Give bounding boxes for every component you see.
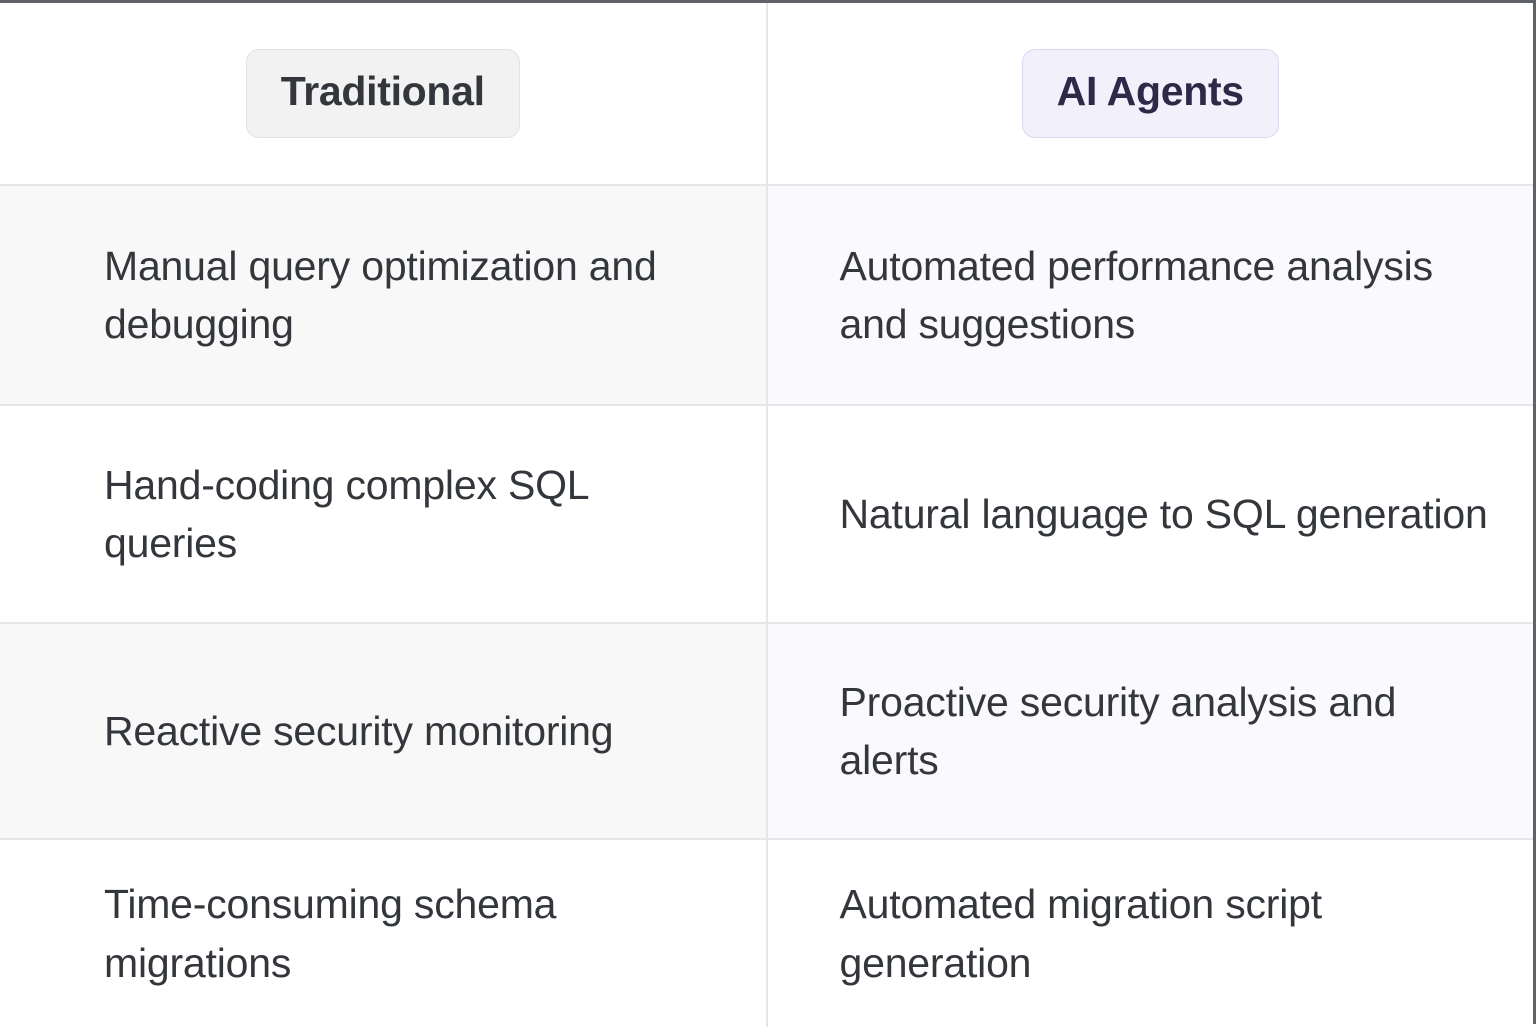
- cell-text: Hand-coding complex SQL queries: [104, 461, 588, 566]
- cell-ai-agents: Proactive security analysis and alerts: [766, 623, 1533, 840]
- cell-text: Natural language to SQL generation: [839, 490, 1488, 537]
- column-header-ai-agents: AI Agents: [766, 3, 1533, 186]
- table-header-row: Traditional AI Agents: [0, 3, 1533, 186]
- cell-text: Time-consuming schema migrations: [104, 881, 557, 986]
- cell-traditional: Time-consuming schema migrations: [0, 839, 768, 1027]
- cell-text: Proactive security analysis and alerts: [839, 678, 1397, 783]
- cell-traditional: Reactive security monitoring: [0, 623, 768, 840]
- table-row: Reactive security monitoring Proactive s…: [0, 623, 1533, 840]
- cell-text: Reactive security monitoring: [104, 707, 614, 754]
- cell-traditional: Manual query optimization and debugging: [0, 185, 768, 406]
- table-grid: Traditional AI Agents Manual query optim…: [0, 3, 1533, 1027]
- ai-agents-label-pill: AI Agents: [1021, 49, 1279, 138]
- cell-text: Manual query optimization and debugging: [104, 242, 657, 347]
- table-row: Hand-coding complex SQL queries Natural …: [0, 405, 1533, 624]
- cell-text: Automated performance analysis and sugge…: [839, 242, 1434, 347]
- table-row: Time-consuming schema migrations Automat…: [0, 839, 1533, 1027]
- cell-text: Automated migration script generation: [839, 881, 1323, 986]
- traditional-label-pill: Traditional: [245, 49, 520, 138]
- cell-ai-agents: Automated performance analysis and sugge…: [766, 185, 1533, 406]
- cell-ai-agents: Natural language to SQL generation: [766, 405, 1533, 624]
- column-header-traditional: Traditional: [0, 3, 768, 186]
- cell-traditional: Hand-coding complex SQL queries: [0, 405, 768, 624]
- cell-ai-agents: Automated migration script generation: [766, 839, 1533, 1027]
- table-row: Manual query optimization and debugging …: [0, 185, 1533, 406]
